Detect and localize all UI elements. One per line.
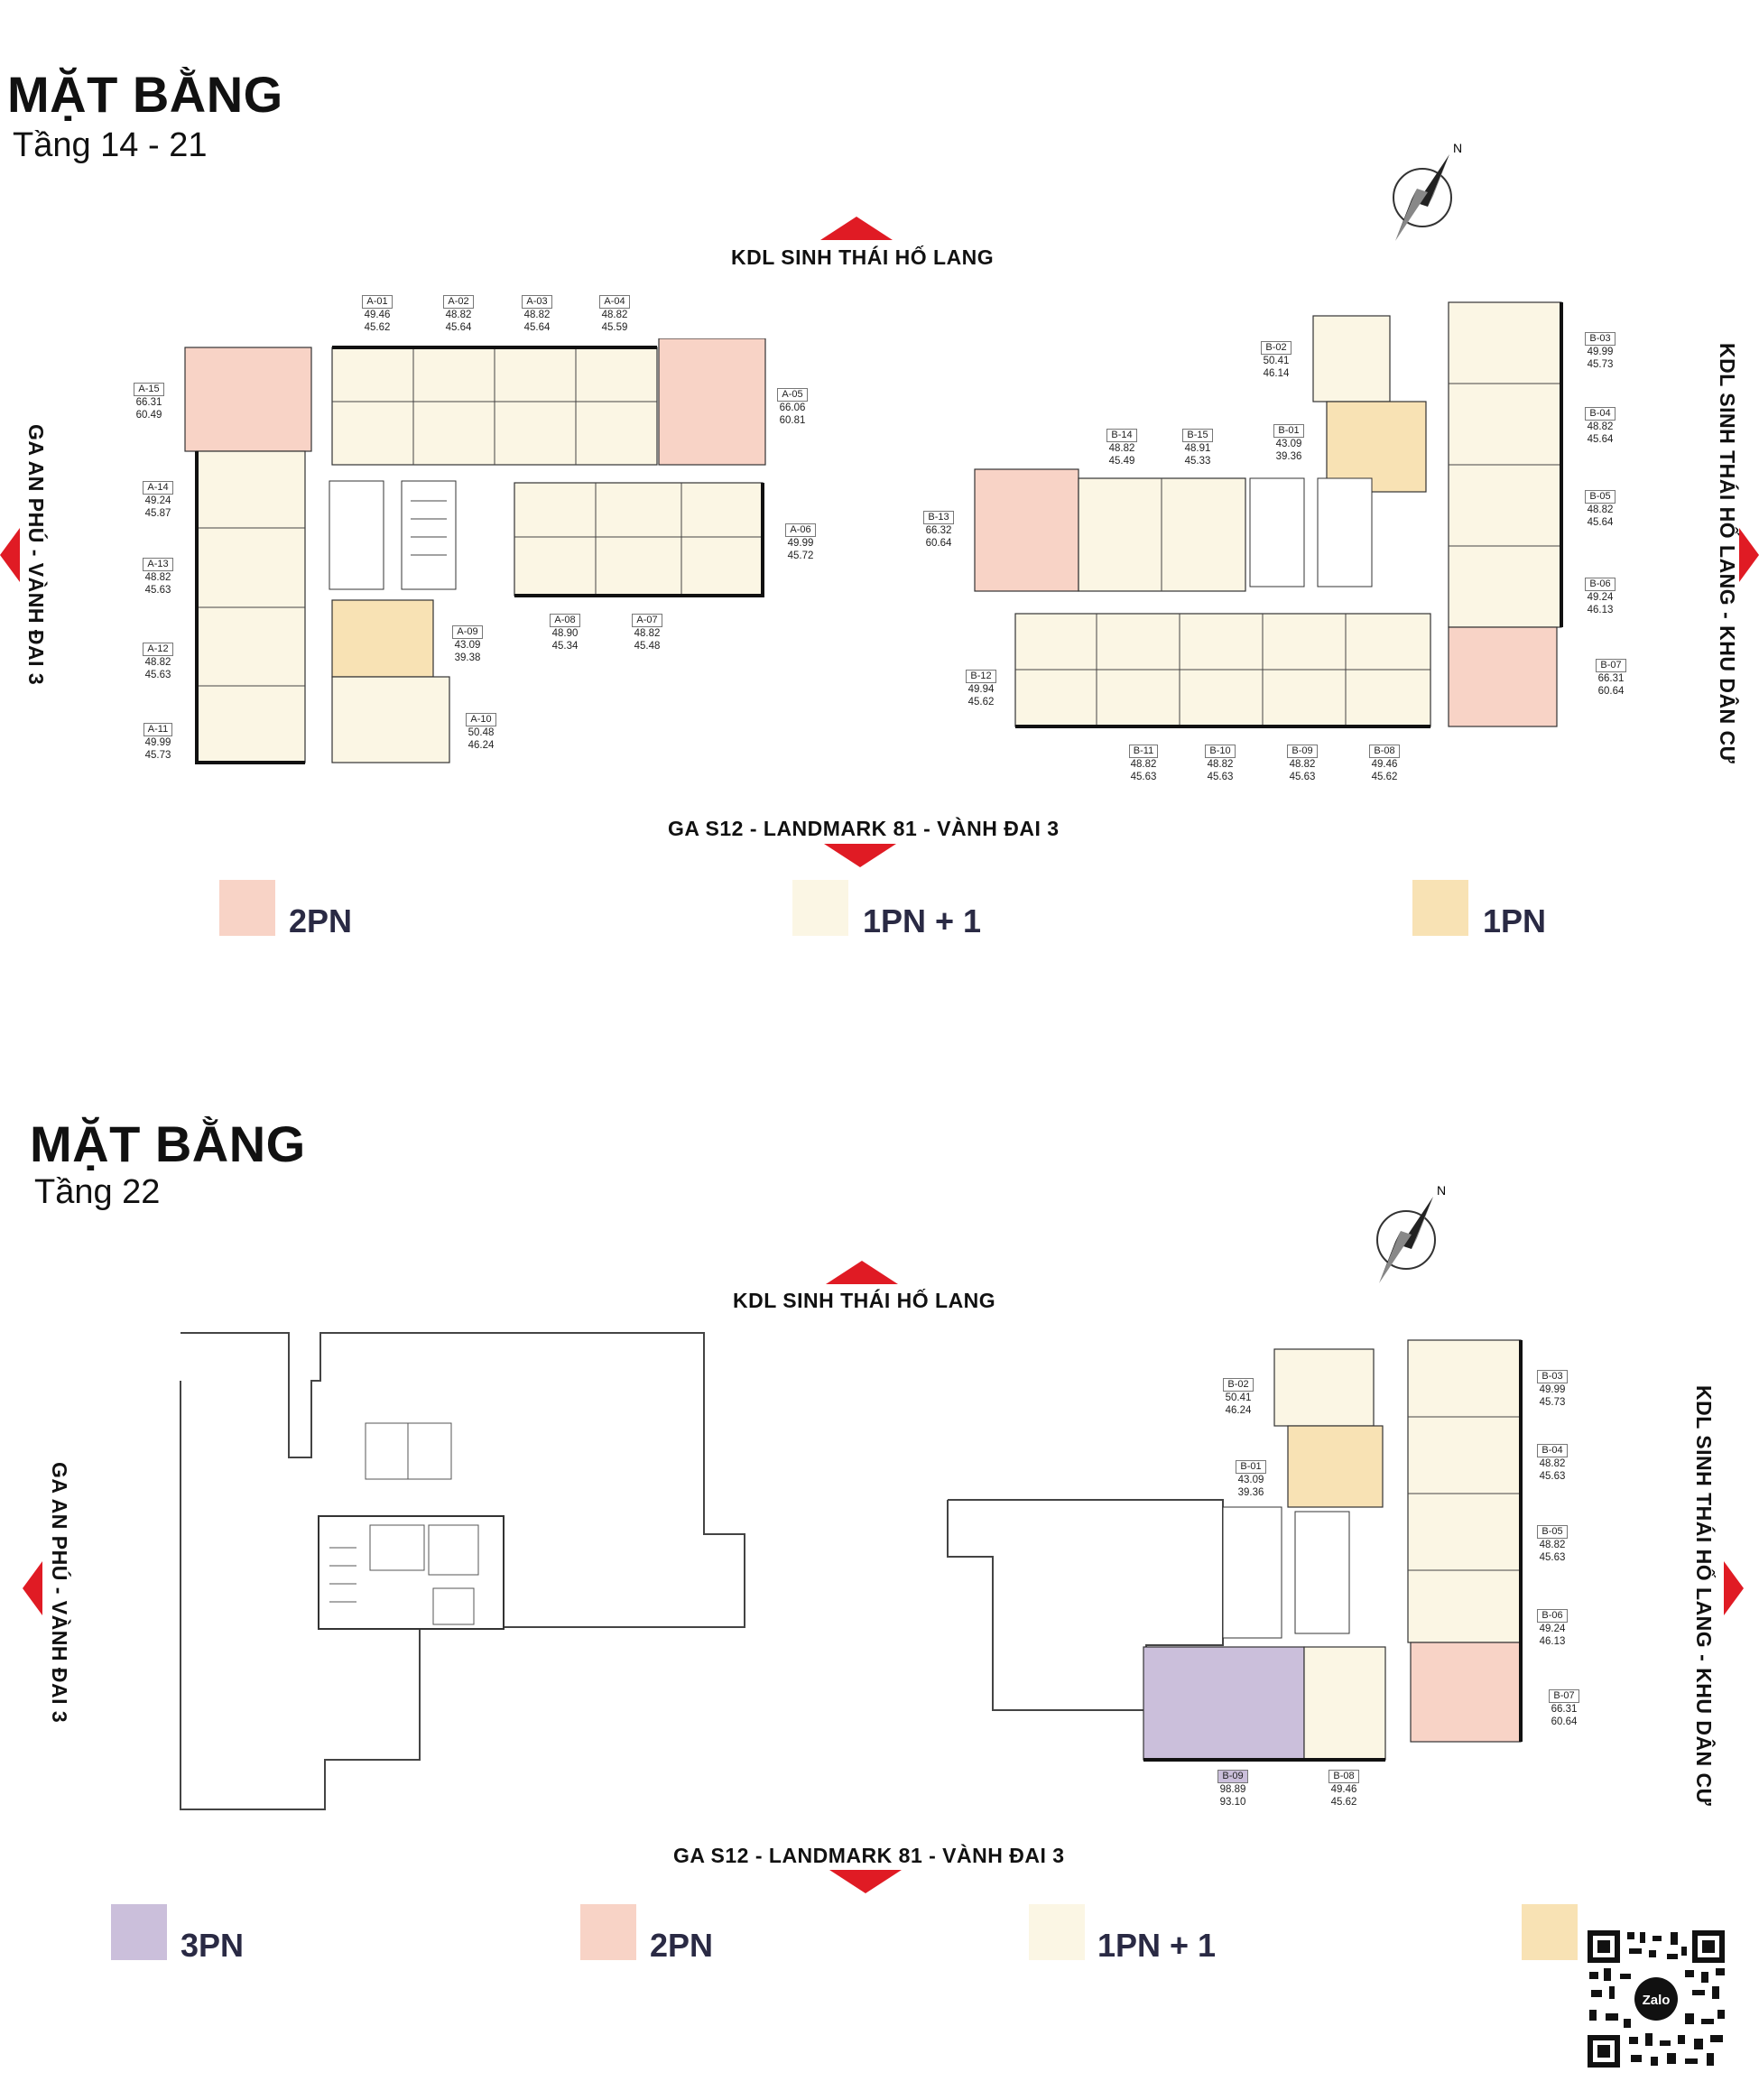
west-arrow-icon bbox=[0, 528, 20, 582]
legend-swatch-1pn-plus-1-floor22 bbox=[1029, 1904, 1085, 1960]
north-arrow-icon bbox=[826, 1261, 898, 1284]
legend-swatch-1pn bbox=[1412, 880, 1468, 936]
legend-label-3pn: 3PN bbox=[181, 1927, 245, 1964]
building-a-floorplan bbox=[184, 338, 766, 764]
south-arrow-icon bbox=[829, 1870, 902, 1893]
plan1-east-label: KDL SINH THÁI HỐ LANG - KHU DÂN CƯ bbox=[1716, 343, 1739, 764]
building-b-floor22-floorplan bbox=[947, 1339, 1523, 1762]
compass-north-icon: N bbox=[1393, 141, 1462, 241]
svg-text:N: N bbox=[1437, 1183, 1446, 1198]
zalo-logo: Zalo bbox=[1643, 1993, 1671, 2008]
plan2-title: MẶT BẰNG bbox=[30, 1115, 306, 1172]
building-a-floor22-outline bbox=[180, 1332, 745, 1810]
svg-text:N: N bbox=[1453, 141, 1462, 155]
legend-swatch-2pn bbox=[219, 880, 275, 936]
qr-code-icon[interactable]: Zalo bbox=[1584, 1927, 1728, 2071]
plan2-west-label: GA AN PHÚ - VÀNH ĐAI 3 bbox=[48, 1462, 71, 1724]
plan1-west-label: GA AN PHÚ - VÀNH ĐAI 3 bbox=[24, 424, 48, 686]
legend-swatch-1pn-floor22 bbox=[1522, 1904, 1578, 1960]
plan1-subtitle: Tầng 14 - 21 bbox=[13, 126, 208, 164]
building-b-floorplan bbox=[974, 301, 1563, 728]
plan2-south-label: GA S12 - LANDMARK 81 - VÀNH ĐAI 3 bbox=[673, 1844, 1065, 1867]
east-arrow-icon bbox=[1739, 528, 1759, 582]
legend-label-1pn-plus-1-floor22: 1PN + 1 bbox=[1097, 1927, 1217, 1964]
legend-swatch-3pn bbox=[111, 1904, 167, 1960]
legend-swatch-2pn-floor22 bbox=[580, 1904, 636, 1960]
legend-label-2pn: 2PN bbox=[289, 902, 353, 939]
plan2-east-label: KDL SINH THÁI HỐ LANG - KHU DÂN CƯ bbox=[1692, 1385, 1716, 1807]
legend-label-2pn-floor22: 2PN bbox=[650, 1927, 714, 1964]
plan1-north-label: KDL SINH THÁI HỐ LANG bbox=[731, 245, 995, 269]
plan1-title: MẶT BẰNG bbox=[7, 66, 283, 123]
east-arrow-icon bbox=[1724, 1561, 1744, 1615]
plan2-north-label: KDL SINH THÁI HỐ LANG bbox=[733, 1289, 996, 1312]
legend-swatch-1pn-plus-1 bbox=[792, 880, 848, 936]
plan2-subtitle: Tầng 22 bbox=[34, 1173, 161, 1211]
west-arrow-icon bbox=[23, 1561, 42, 1615]
plan1-south-label: GA S12 - LANDMARK 81 - VÀNH ĐAI 3 bbox=[668, 817, 1060, 840]
legend-label-1pn: 1PN bbox=[1483, 902, 1547, 939]
compass-north-icon: N bbox=[1376, 1183, 1446, 1283]
south-arrow-icon bbox=[824, 844, 896, 867]
north-arrow-icon bbox=[820, 217, 893, 240]
legend-label-1pn-plus-1: 1PN + 1 bbox=[863, 902, 982, 939]
